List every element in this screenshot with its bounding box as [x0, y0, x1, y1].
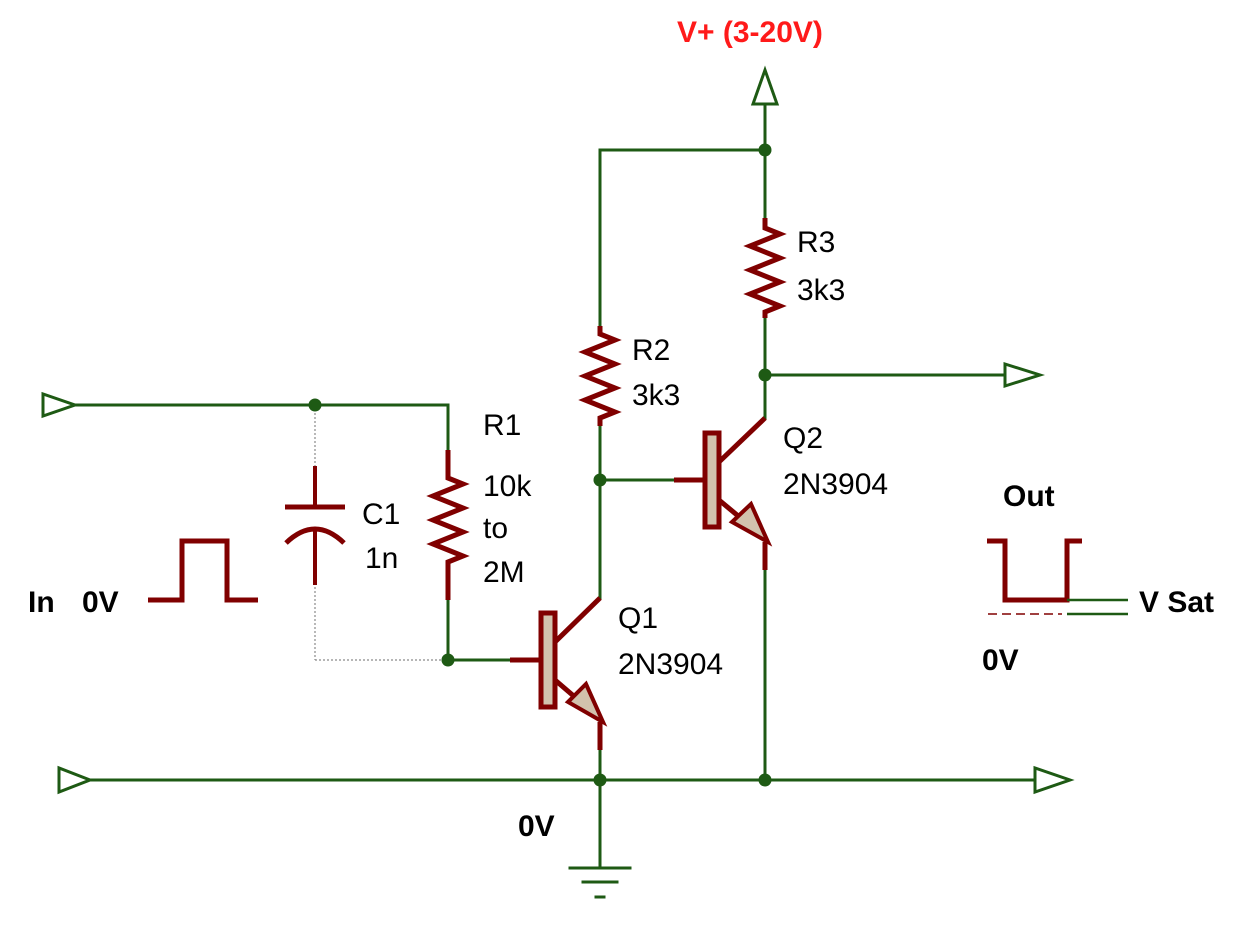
junction-supply [758, 143, 772, 157]
r2-ref-label: R2 [632, 334, 670, 367]
r1-value-line1: 10k [483, 470, 532, 503]
output-vsat-label: V Sat [1139, 586, 1214, 619]
junction-q1-emitter [593, 773, 607, 787]
resistor-r3 [743, 218, 787, 318]
junctions [308, 143, 772, 787]
r3-ref-label: R3 [797, 226, 835, 259]
r1-value-line2: to [483, 512, 508, 545]
junction-q1-base [441, 653, 455, 667]
transistor-q2 [674, 416, 773, 570]
capacitor-c1 [284, 466, 346, 585]
q1-part-label: 2N3904 [618, 648, 723, 681]
wires [73, 102, 1037, 899]
ground-label: 0V [518, 810, 555, 843]
transistor-q1 [510, 596, 608, 750]
r3-value-label: 3k3 [797, 274, 845, 307]
input-level-label: 0V [82, 586, 119, 619]
output-label: Out [1003, 480, 1055, 513]
ground-rail-right-terminal [1033, 765, 1075, 795]
q1-ref-label: Q1 [618, 602, 658, 635]
input-waveform [148, 538, 258, 603]
junction-q2-base [593, 473, 607, 487]
input-label: In [28, 586, 55, 619]
resistor-r2 [578, 326, 622, 426]
junction-output [758, 368, 772, 382]
junction-input [308, 398, 322, 412]
supply-voltage-label: V+ (3-20V) [677, 16, 823, 49]
output-terminal [1003, 361, 1046, 389]
c1-ref-label: C1 [362, 498, 400, 531]
r1-value-line3: 2M [483, 556, 525, 589]
output-low-level-label: 0V [982, 644, 1019, 677]
q2-ref-label: Q2 [783, 422, 823, 455]
c1-dotted-links [314, 405, 448, 661]
junction-q2-emitter [758, 773, 772, 787]
resistor-r1 [426, 450, 470, 600]
q2-part-label: 2N3904 [783, 468, 888, 501]
output-waveform [987, 538, 1128, 616]
input-terminal [41, 391, 80, 419]
c1-value-label: 1n [365, 542, 398, 575]
ground-rail-left-terminal [57, 765, 95, 795]
terminals [41, 65, 1075, 795]
r1-ref-label: R1 [483, 409, 521, 442]
supply-terminal [750, 65, 780, 106]
r2-value-label: 3k3 [632, 379, 680, 412]
